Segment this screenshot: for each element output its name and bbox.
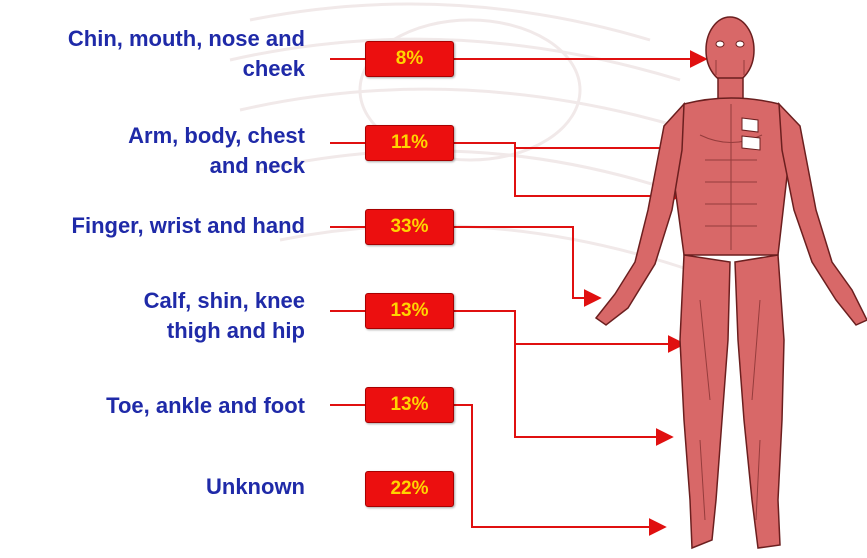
figure-left-eye (716, 41, 724, 47)
percent-badge-unknown: 22% (365, 471, 454, 507)
figure-right-leg (735, 255, 784, 548)
figure-neck (718, 78, 743, 100)
percent-badge-hand: 33% (365, 209, 454, 245)
figure-left-arm (596, 104, 684, 325)
label-hand: Finger, wrist and hand (72, 211, 305, 241)
label-unknown: Unknown (206, 472, 305, 502)
figure-head (706, 17, 754, 83)
percent-badge-face: 8% (365, 41, 454, 77)
figure-left-leg (680, 255, 730, 548)
percent-badge-foot: 13% (365, 387, 454, 423)
label-foot: Toe, ankle and foot (106, 391, 305, 421)
figure-right-arm (779, 104, 867, 325)
percent-badge-arm-body: 11% (365, 125, 454, 161)
percent-badge-leg: 13% (365, 293, 454, 329)
figure-torso (670, 98, 790, 255)
figure-right-eye (736, 41, 744, 47)
